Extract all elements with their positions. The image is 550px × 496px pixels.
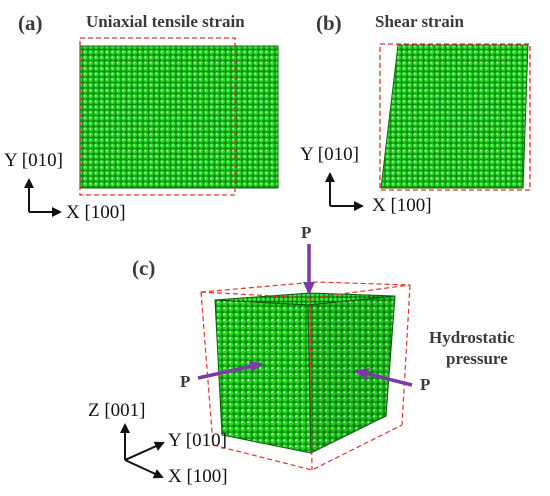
atom-lattice-shear <box>380 44 529 189</box>
pressure-arrow-left <box>197 360 263 380</box>
pressure-arrow-right <box>355 368 413 387</box>
panel-b: (b) Shear strain Y [010] X [100] <box>300 11 531 216</box>
atom-lattice-uniaxial <box>79 45 279 189</box>
hydrostatic-label-line2: pressure <box>446 349 508 368</box>
reference-box-shear <box>379 43 531 191</box>
x-axis-label-c: X [100] <box>168 466 228 487</box>
panel-a: (a) Uniaxial tensile strain Y [010] X [1… <box>4 11 279 223</box>
y-axis-label-b: Y [010] <box>300 144 359 165</box>
cube-front-face <box>214 299 312 454</box>
force-label-left: P <box>180 372 190 391</box>
panel-c: (c) P P P Hydrostatic pressure Z [001] Y… <box>88 223 515 487</box>
z-axis-label-c: Z [001] <box>88 400 146 421</box>
panel-b-title: Shear strain <box>375 12 464 31</box>
panel-b-letter: (b) <box>316 11 342 35</box>
y-axis-label-c: Y [010] <box>168 430 227 451</box>
y-axis-arrow-c <box>124 441 165 461</box>
hydrostatic-label-line1: Hydrostatic <box>429 328 515 347</box>
reference-box-uniaxial <box>79 37 236 196</box>
cube-right-face-shade <box>308 296 395 453</box>
x-axis-label-a: X [100] <box>66 202 126 223</box>
x-axis-arrow-c <box>124 459 164 479</box>
panel-a-title: Uniaxial tensile strain <box>86 12 245 31</box>
panel-c-letter: (c) <box>132 256 155 280</box>
force-label-right: P <box>420 375 430 394</box>
panel-a-letter: (a) <box>18 11 43 35</box>
x-axis-label-b: X [100] <box>372 195 432 216</box>
y-axis-label-a: Y [010] <box>4 150 63 171</box>
reference-box-cube <box>200 281 411 471</box>
cube-right-face <box>307 295 396 454</box>
force-label-top: P <box>301 223 311 242</box>
